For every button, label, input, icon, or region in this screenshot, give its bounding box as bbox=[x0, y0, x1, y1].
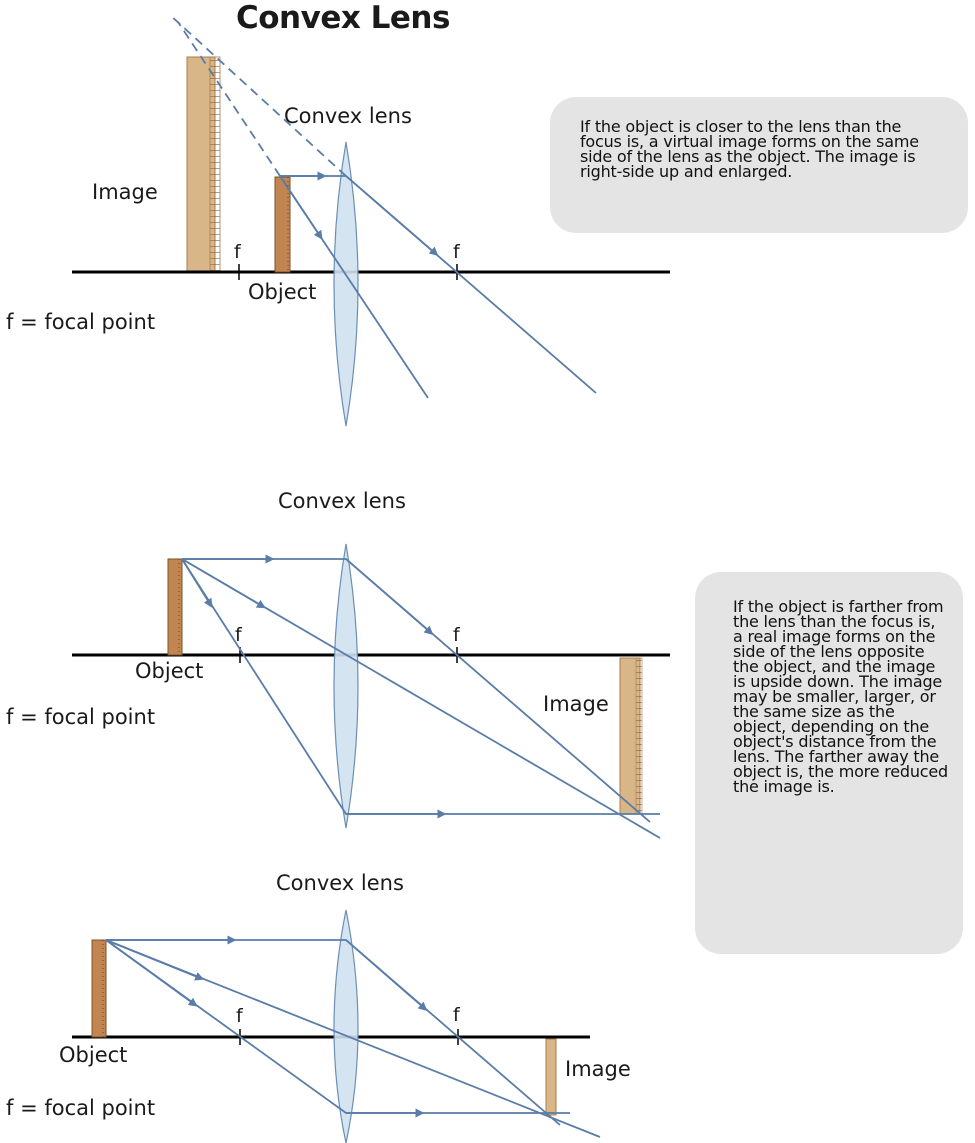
legend-3: f = focal point bbox=[6, 1096, 156, 1120]
legend-1: f = focal point bbox=[6, 310, 156, 334]
object-bar-1 bbox=[274, 176, 291, 273]
focal-right-label-1: f bbox=[453, 241, 460, 263]
note-virtual-image: If the object is closer to the lens than… bbox=[550, 97, 968, 233]
lens-label-1: Convex lens bbox=[284, 104, 412, 128]
object-bar-2 bbox=[167, 558, 183, 656]
real-image-bar-3 bbox=[545, 1038, 557, 1116]
convex-lens-1 bbox=[333, 141, 359, 427]
page-title: Convex Lens bbox=[236, 0, 450, 36]
ray-through-focus-2 bbox=[181, 558, 660, 815]
diagram-1 bbox=[72, 14, 670, 427]
ray-through-focus-arrow-2a bbox=[181, 558, 213, 608]
convex-lens-2 bbox=[333, 543, 359, 829]
rays-3 bbox=[105, 935, 601, 1138]
focal-left-label-3: f bbox=[236, 1005, 243, 1027]
lens-label-3: Convex lens bbox=[276, 871, 404, 895]
ray-parallel-2 bbox=[182, 558, 651, 823]
note-real-image: If the object is farther from the lens t… bbox=[695, 572, 963, 954]
focal-right-label-2: f bbox=[453, 624, 460, 646]
image-label-2: Image bbox=[543, 692, 609, 716]
image-label-1: Image bbox=[92, 180, 158, 204]
ray-parallel-arrow-3b bbox=[345, 939, 428, 1011]
virtual-image-ruler bbox=[209, 56, 221, 273]
object-label-3: Object bbox=[59, 1043, 128, 1067]
ray-through-center-arrow-3 bbox=[105, 939, 205, 981]
focal-left-label-2: f bbox=[235, 624, 242, 646]
ray-through-focus-arrow-1 bbox=[345, 175, 439, 256]
focal-left-label-1: f bbox=[234, 241, 241, 263]
object-label-2: Object bbox=[135, 659, 204, 683]
diagram-3 bbox=[72, 909, 601, 1143]
ray-through-focus-arrow-3a bbox=[105, 939, 198, 1007]
convex-lens-3 bbox=[333, 909, 359, 1143]
rays-1 bbox=[169, 14, 597, 399]
ray-through-center-arrow-2 bbox=[181, 558, 266, 609]
real-image-ruler-2 bbox=[635, 657, 643, 815]
diagram-2 bbox=[72, 543, 670, 839]
legend-2: f = focal point bbox=[6, 705, 156, 729]
object-label-1: Object bbox=[248, 280, 317, 304]
focal-right-label-3: f bbox=[453, 1004, 460, 1026]
ray-through-center-arrow-1 bbox=[279, 175, 323, 240]
ray-virtual-extension-a bbox=[169, 14, 347, 177]
ray-parallel-arrow-2b bbox=[345, 558, 434, 635]
object-bar-3 bbox=[91, 939, 107, 1038]
ray-virtual-extension-b bbox=[177, 21, 281, 177]
rays-2 bbox=[181, 554, 661, 839]
lens-label-2: Convex lens bbox=[278, 489, 406, 513]
image-label-3: Image bbox=[565, 1057, 631, 1081]
